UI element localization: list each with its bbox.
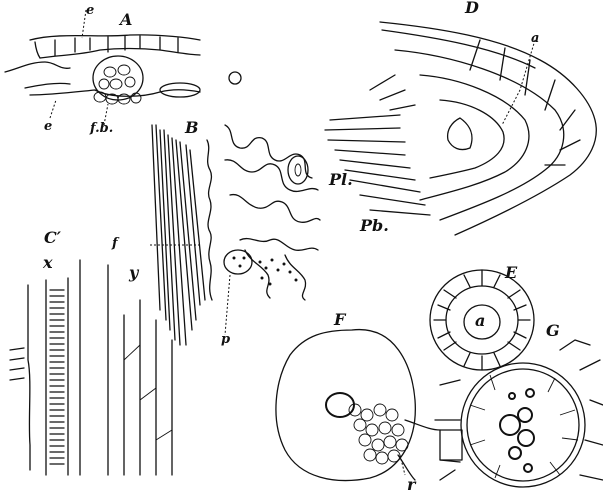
- figure-f-label: F: [334, 310, 346, 329]
- figure-e-drawing: [429, 269, 535, 371]
- figure-c-label: C′: [44, 228, 61, 247]
- annotation-p: p: [221, 332, 231, 347]
- annotation-e-bottom: e: [44, 119, 53, 134]
- figure-e-label: E: [505, 263, 518, 282]
- annotation-y: y: [129, 263, 139, 282]
- figure-d-drawing: [324, 21, 597, 236]
- annotation-x: x: [43, 253, 53, 272]
- figure-g-label: G: [546, 321, 560, 340]
- figure-b-drawing: [150, 124, 321, 346]
- annotation-a-root: a: [475, 311, 486, 330]
- figure-f-drawing: [275, 329, 441, 482]
- figure-d-label: D: [465, 0, 479, 17]
- figure-c-drawing: [9, 259, 173, 476]
- annotation-e-top: e: [86, 3, 95, 18]
- annotation-f: f: [112, 236, 118, 251]
- annotation-a-apical-cell: a: [531, 31, 540, 46]
- figure-b-label: B: [185, 118, 199, 137]
- annotation-pl: Pl.: [329, 170, 353, 189]
- figure-a-label: A: [120, 10, 133, 29]
- annotation-r: r: [407, 475, 416, 494]
- annotation-pb: Pb.: [360, 216, 389, 235]
- figure-g-drawing: [434, 339, 603, 488]
- figure-a-drawing: [4, 9, 242, 126]
- annotation-fibrovascular-bundle: f.b.: [90, 121, 114, 136]
